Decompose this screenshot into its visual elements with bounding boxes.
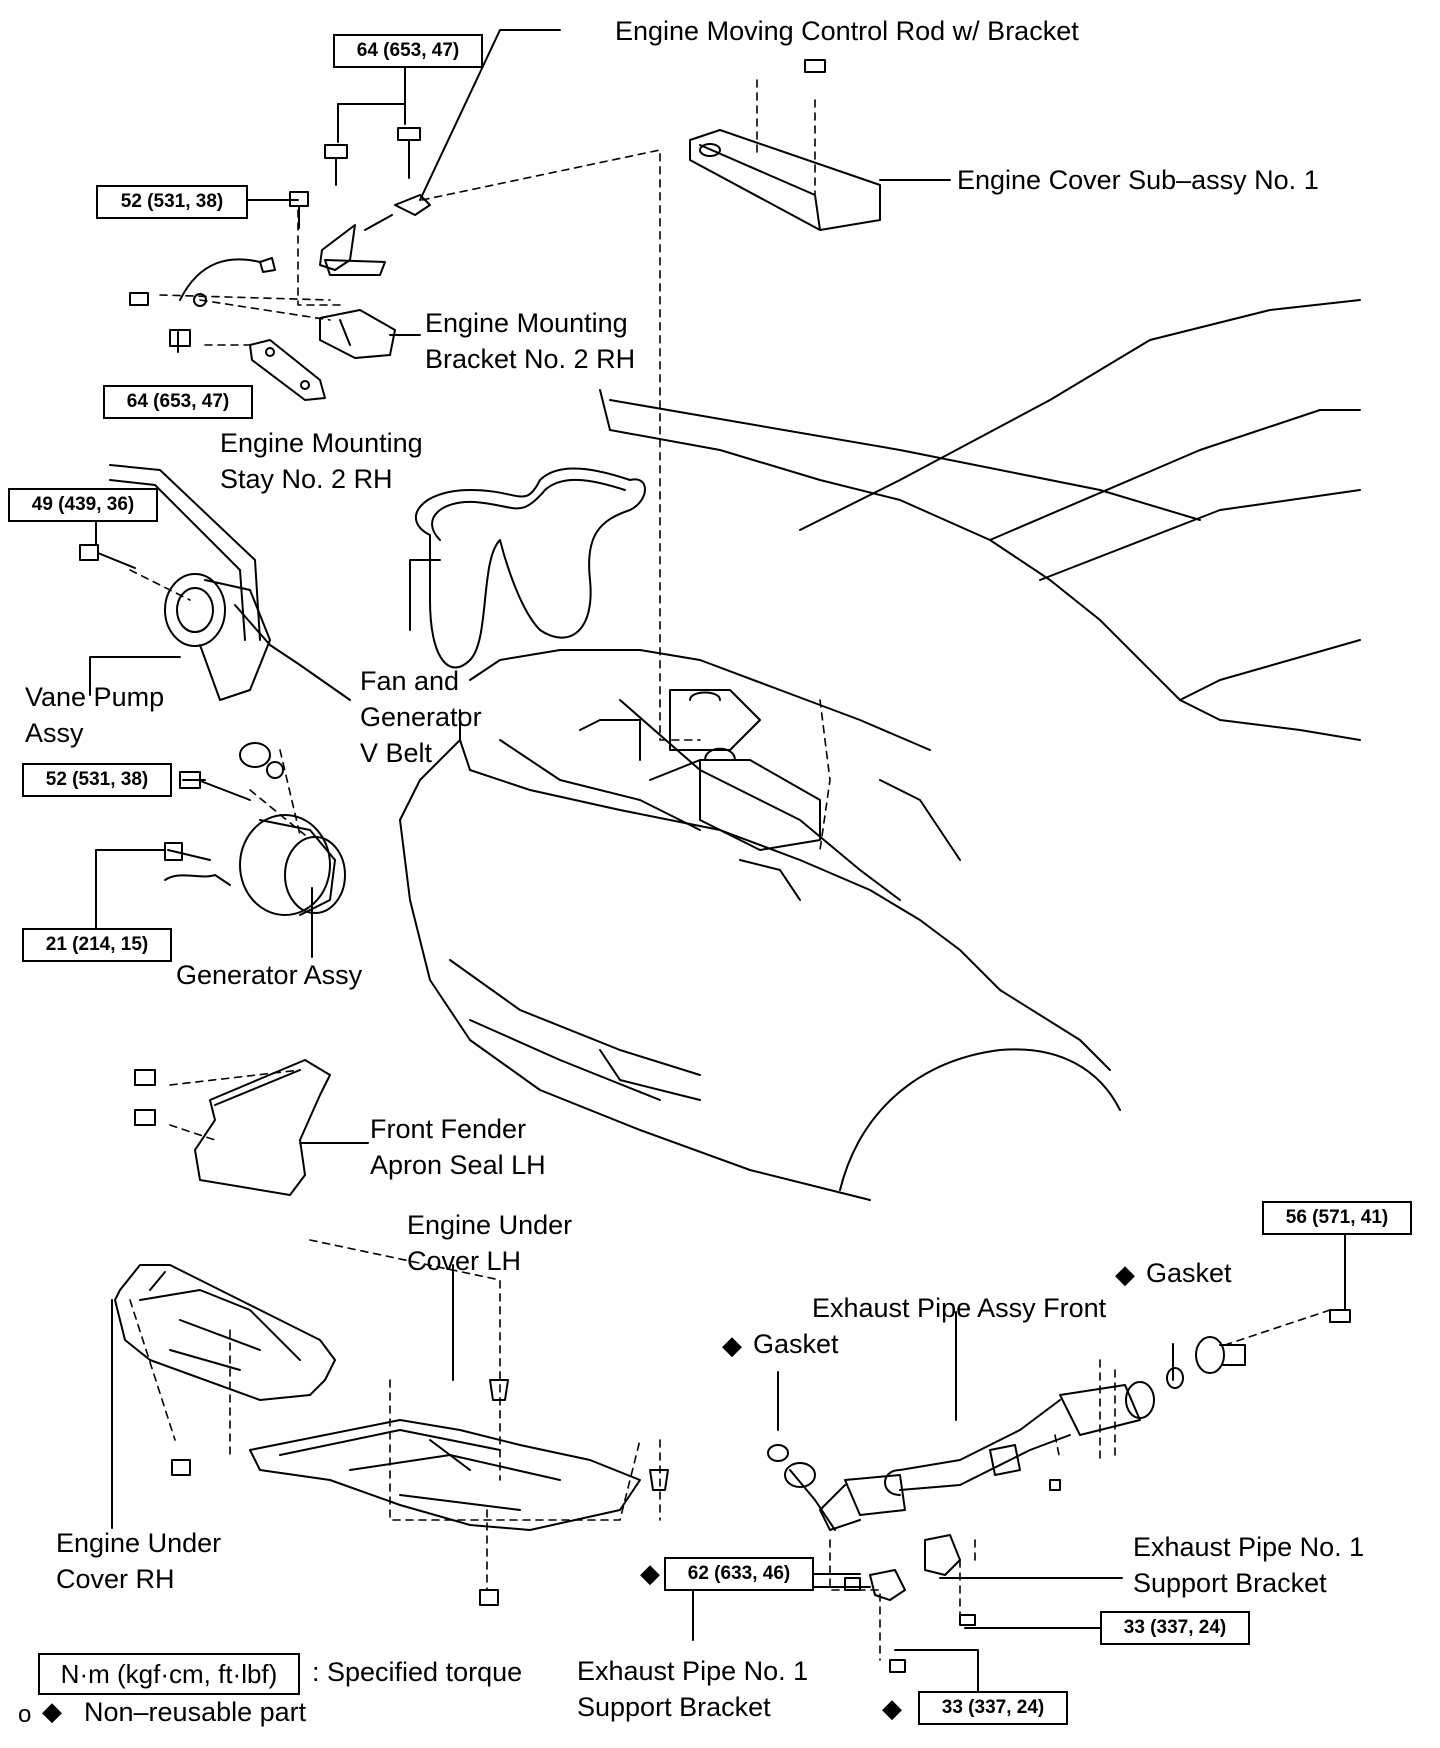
label-engine-cover: Engine Cover Sub–assy No. 1: [957, 165, 1319, 195]
torque-spec-generator-lower-bolt: 21 (214, 15): [22, 928, 172, 962]
generator: [164, 742, 346, 916]
exhaust-pipe: [767, 1309, 1351, 1531]
label-engine-mounting-bracket-line1: Engine Mounting: [425, 308, 628, 338]
vane-pump: [79, 464, 351, 701]
label-support-bracket-bottom-line1: Exhaust Pipe No. 1: [577, 1656, 809, 1686]
car-body: [399, 299, 1361, 1201]
torque-spec-vane-pump-bolt: 49 (439, 36): [8, 488, 158, 522]
torque-spec-support-bracket-nut-bottom: 33 (337, 24): [918, 1691, 1068, 1725]
fender-apron-seal: [134, 1059, 331, 1196]
torque-spec-control-rod-bolts: 64 (653, 47): [333, 34, 483, 68]
nonreusable-marker-bottom-nut: ◆: [882, 1693, 902, 1723]
label-under-cover-rh-line2: Cover RH: [56, 1564, 175, 1594]
legend-torque-desc: : Specified torque: [312, 1657, 523, 1687]
engine-under-cover-rh: [114, 1264, 336, 1401]
torque-spec-generator-upper-bolt: 52 (531, 38): [22, 763, 172, 797]
label-engine-moving-control-rod: Engine Moving Control Rod w/ Bracket: [615, 16, 1079, 46]
legend-nonreusable-prefix: o: [18, 1701, 32, 1728]
leader-lines: [89, 29, 1346, 1707]
label-engine-mounting-bracket-line2: Bracket No. 2 RH: [425, 344, 636, 374]
engine-cover: [689, 59, 881, 231]
label-under-cover-rh-line1: Engine Under: [56, 1528, 222, 1558]
engine-mounting-stay: [249, 339, 326, 401]
torque-spec-exhaust-front-nut: 62 (633, 46): [664, 1557, 814, 1591]
torque-spec-support-bracket-nut-right: 33 (337, 24): [1100, 1611, 1250, 1645]
label-exhaust-front: Exhaust Pipe Assy Front: [812, 1293, 1107, 1323]
label-generator: Generator Assy: [176, 960, 363, 990]
engine-under-cover-lh: [249, 1419, 641, 1531]
label-v-belt-line2: Generator: [360, 702, 482, 732]
engine-mount-bolts: [289, 127, 421, 229]
engine-mounting-bracket: [319, 309, 396, 359]
legend-torque-unit-box: N·m (kgf·cm, ft·lbf): [38, 1653, 300, 1695]
label-gasket-top: Gasket: [1146, 1258, 1232, 1288]
label-support-bracket-bottom-line2: Support Bracket: [577, 1692, 771, 1722]
label-vane-pump-line2: Assy: [25, 718, 84, 748]
legend-nonreusable-symbol: ◆: [42, 1696, 62, 1726]
label-under-cover-lh-line1: Engine Under: [407, 1210, 573, 1240]
label-support-bracket-right-line2: Support Bracket: [1133, 1568, 1327, 1598]
v-belt: [415, 467, 646, 669]
label-v-belt-line3: V Belt: [360, 738, 433, 768]
label-support-bracket-right-line1: Exhaust Pipe No. 1: [1133, 1532, 1365, 1562]
under-cover-clips: [171, 1379, 669, 1606]
torque-spec-exhaust-flange-bolt: 56 (571, 41): [1262, 1201, 1412, 1235]
torque-spec-mounting-stay-bolt: 64 (653, 47): [103, 385, 253, 419]
nonreusable-marker-gasket-top: ◆: [1115, 1259, 1135, 1289]
label-fender-seal-line2: Apron Seal LH: [370, 1150, 546, 1180]
label-engine-mounting-stay-line2: Stay No. 2 RH: [220, 464, 393, 494]
label-gasket-left: Gasket: [753, 1329, 839, 1359]
label-fender-seal-line1: Front Fender: [370, 1114, 527, 1144]
engine-moving-control-rod: [319, 194, 431, 276]
nonreusable-marker-gasket-left: ◆: [722, 1330, 742, 1360]
legend-nonreusable-desc: Non–reusable part: [84, 1697, 307, 1727]
nonreusable-marker-front-nut: ◆: [640, 1558, 660, 1588]
label-v-belt-line1: Fan and: [360, 666, 460, 696]
label-engine-mounting-stay-line1: Engine Mounting: [220, 428, 423, 458]
wire-harness: [129, 257, 276, 347]
alignment-lines: [129, 79, 1331, 1661]
label-vane-pump-line1: Vane Pump: [25, 682, 165, 712]
label-under-cover-lh-line2: Cover LH: [407, 1246, 522, 1276]
torque-spec-control-rod-bracket-bolt: 52 (531, 38): [96, 185, 248, 219]
exhaust-support-brackets: [844, 1534, 976, 1673]
